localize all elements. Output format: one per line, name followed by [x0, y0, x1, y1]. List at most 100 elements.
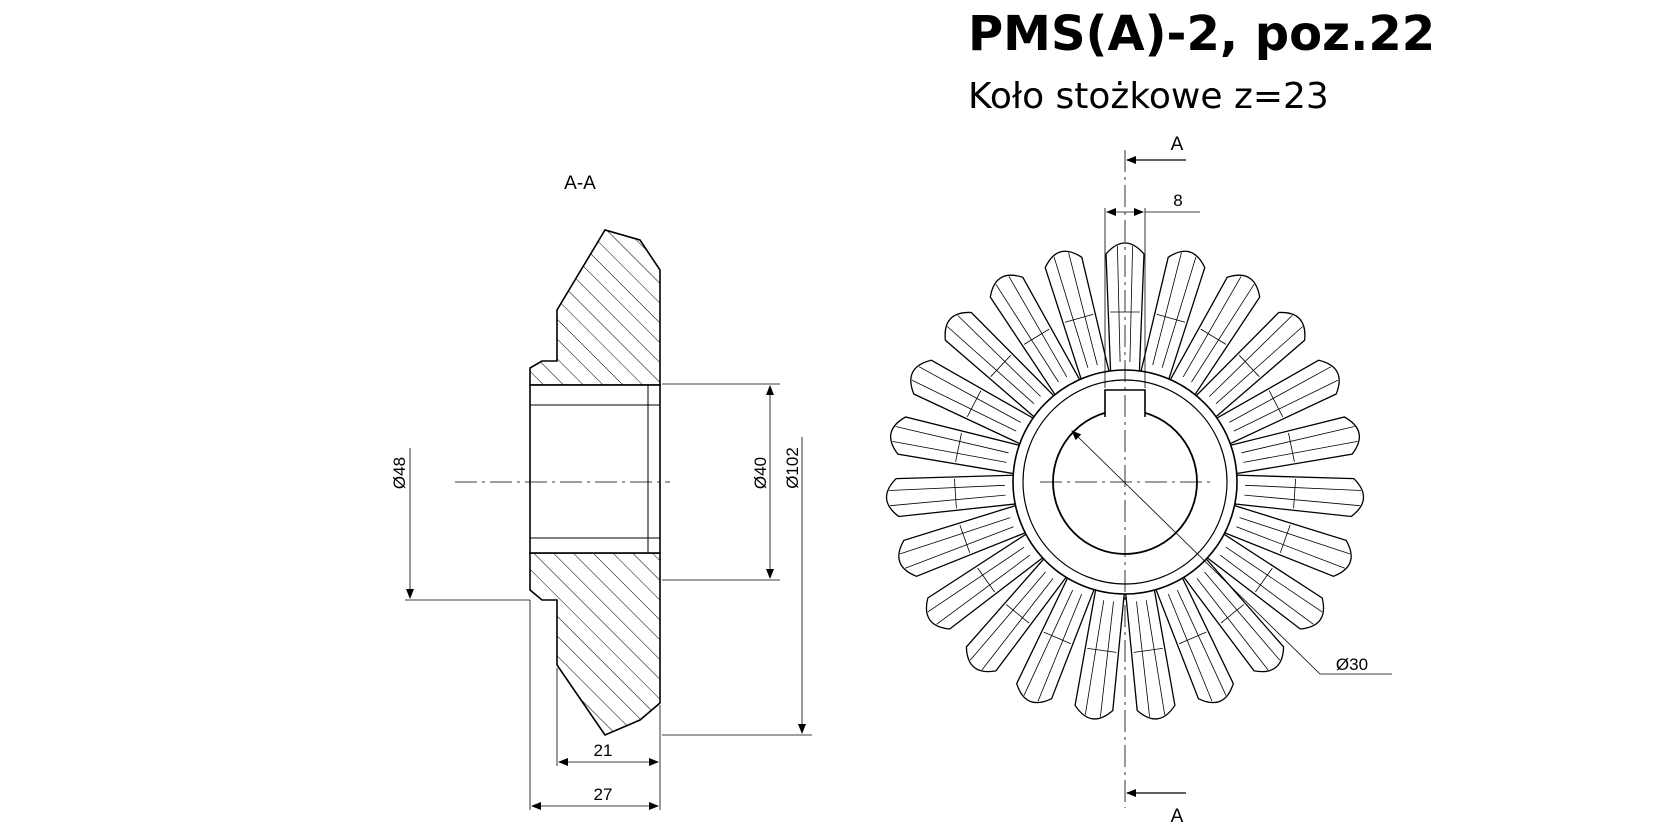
gear-tooth-cross-line — [1179, 631, 1207, 645]
section-bore — [529, 384, 661, 554]
gear-tooth-cross-line — [1268, 390, 1284, 417]
gear-tooth — [1105, 242, 1145, 383]
gear-tooth-cross-line — [1043, 631, 1071, 645]
gear-tooth-line — [890, 494, 1006, 507]
gear-teeth — [885, 242, 1365, 720]
dim-total-length: 27 — [594, 785, 613, 804]
gear-tooth-cross-line — [977, 567, 995, 593]
gear-tooth-cross-line — [1255, 567, 1273, 593]
gear-tooth — [989, 274, 1086, 405]
gear-tooth-line — [1209, 315, 1293, 397]
gear-tooth-line — [1068, 252, 1098, 366]
gear-tooth-line — [1215, 326, 1303, 404]
gear-tooth-line — [1241, 426, 1355, 454]
gear-tooth-cross-line — [1087, 648, 1117, 653]
gear-tooth-line — [1245, 484, 1362, 491]
gear-tooth-cross-line — [966, 390, 982, 417]
gear-tooth-line — [1191, 284, 1255, 383]
gear-tooth-line — [892, 441, 1007, 463]
drawing-title: PMS(A)-2, poz.22 — [968, 6, 1436, 62]
gear-tooth-line — [1204, 571, 1281, 661]
gear-tooth-cross-line — [1006, 604, 1030, 624]
gear-tooth — [1164, 274, 1261, 405]
gear-tooth — [910, 359, 1044, 450]
gear-tooth-line — [1182, 276, 1242, 378]
gear-tooth-line — [1167, 593, 1213, 702]
gear-tooth-line — [981, 577, 1054, 671]
dim-front-bore-dia: Ø30 — [1336, 655, 1368, 674]
gear-tooth — [1206, 359, 1340, 450]
section-lower-part — [529, 552, 661, 736]
gear-tooth-cross-line — [1023, 328, 1050, 345]
gear-tooth-line — [899, 517, 1011, 555]
cut-label-top: A — [1171, 134, 1184, 155]
gear-tooth-line — [927, 546, 1025, 613]
gear-tooth — [965, 549, 1074, 673]
gear-tooth-line — [905, 526, 1014, 569]
gear-tooth-line — [1023, 589, 1074, 696]
gear-tooth-cross-line — [959, 524, 971, 553]
gear-tooth-cross-line — [1064, 313, 1094, 323]
dim-hub-dia: Ø48 — [390, 457, 409, 489]
gear-tooth-line — [1145, 600, 1166, 715]
gear-tooth-line — [1053, 256, 1089, 368]
gear-tooth — [1197, 527, 1325, 630]
gear-tooth-line — [936, 554, 1031, 625]
gear-tooth-cross-line — [1156, 313, 1186, 323]
gear-tooth-line — [995, 284, 1059, 383]
gear-tooth-line — [895, 426, 1009, 454]
dim-bore-dia: Ø40 — [751, 457, 770, 489]
gear-tooth-cross-line — [990, 354, 1012, 377]
gear-tooth — [925, 527, 1053, 630]
gear-tooth-line — [1236, 526, 1345, 569]
gear-tooth-line — [1084, 600, 1105, 715]
gear-tooth-line — [1239, 517, 1351, 555]
gear-tooth-cross-line — [1288, 432, 1295, 462]
gear-tooth-line — [947, 326, 1035, 404]
gear-tooth-line — [1129, 245, 1133, 363]
gear-tooth — [1074, 578, 1127, 720]
gear-tooth-line — [1117, 245, 1121, 363]
section-view: A-A Ø40 Ø102 Ø48 21 27 — [390, 173, 812, 810]
gear-tooth-cross-line — [1238, 354, 1260, 377]
gear-tooth-line — [1161, 256, 1197, 368]
dim-tooth-width: 21 — [594, 741, 613, 760]
gear-tooth-line — [1136, 601, 1150, 717]
gear-tooth-line — [969, 571, 1046, 661]
gear-tooth-line — [1152, 252, 1182, 366]
gear-tooth-line — [888, 484, 1005, 491]
gear-tooth-line — [957, 315, 1041, 397]
gear-tooth — [944, 311, 1063, 425]
gear-tooth-line — [1225, 546, 1323, 613]
gear-tooth-line — [1229, 366, 1332, 423]
gear-tooth — [1016, 567, 1099, 704]
gear-tooth — [1219, 416, 1360, 477]
gear-tooth-line — [911, 379, 1017, 432]
gear-tooth-line — [1037, 593, 1083, 702]
section-upper-part — [529, 229, 661, 386]
gear-tooth-cross-line — [1293, 478, 1296, 509]
gear-tooth-cross-line — [955, 432, 962, 462]
gear-tooth-line — [1219, 554, 1314, 625]
cut-label-bottom: A — [1171, 806, 1184, 827]
dim-keyway-width: 8 — [1173, 191, 1182, 210]
gear-tooth-line — [1176, 589, 1227, 696]
gear-tooth-line — [1100, 601, 1114, 717]
gear-tooth-line — [1008, 276, 1068, 378]
gear-tooth — [1176, 549, 1285, 673]
gear-tooth-cross-line — [1200, 328, 1227, 345]
gear-tooth-line — [1233, 379, 1339, 432]
gear-tooth-cross-line — [1279, 524, 1291, 553]
gear-tooth-line — [1244, 494, 1360, 507]
gear-tooth — [1123, 578, 1176, 720]
gear-tooth-line — [918, 366, 1021, 423]
gear-tooth-cross-line — [1133, 648, 1163, 653]
gear-tooth-cross-line — [954, 478, 957, 509]
dim-outer-dia: Ø102 — [783, 447, 802, 489]
gear-tooth — [885, 474, 1027, 518]
gear-tooth — [1187, 311, 1306, 425]
front-view: Ø30 8 A A — [885, 134, 1392, 827]
drawing-subtitle: Koło stożkowe z=23 — [968, 76, 1329, 117]
gear-tooth — [1151, 567, 1234, 704]
